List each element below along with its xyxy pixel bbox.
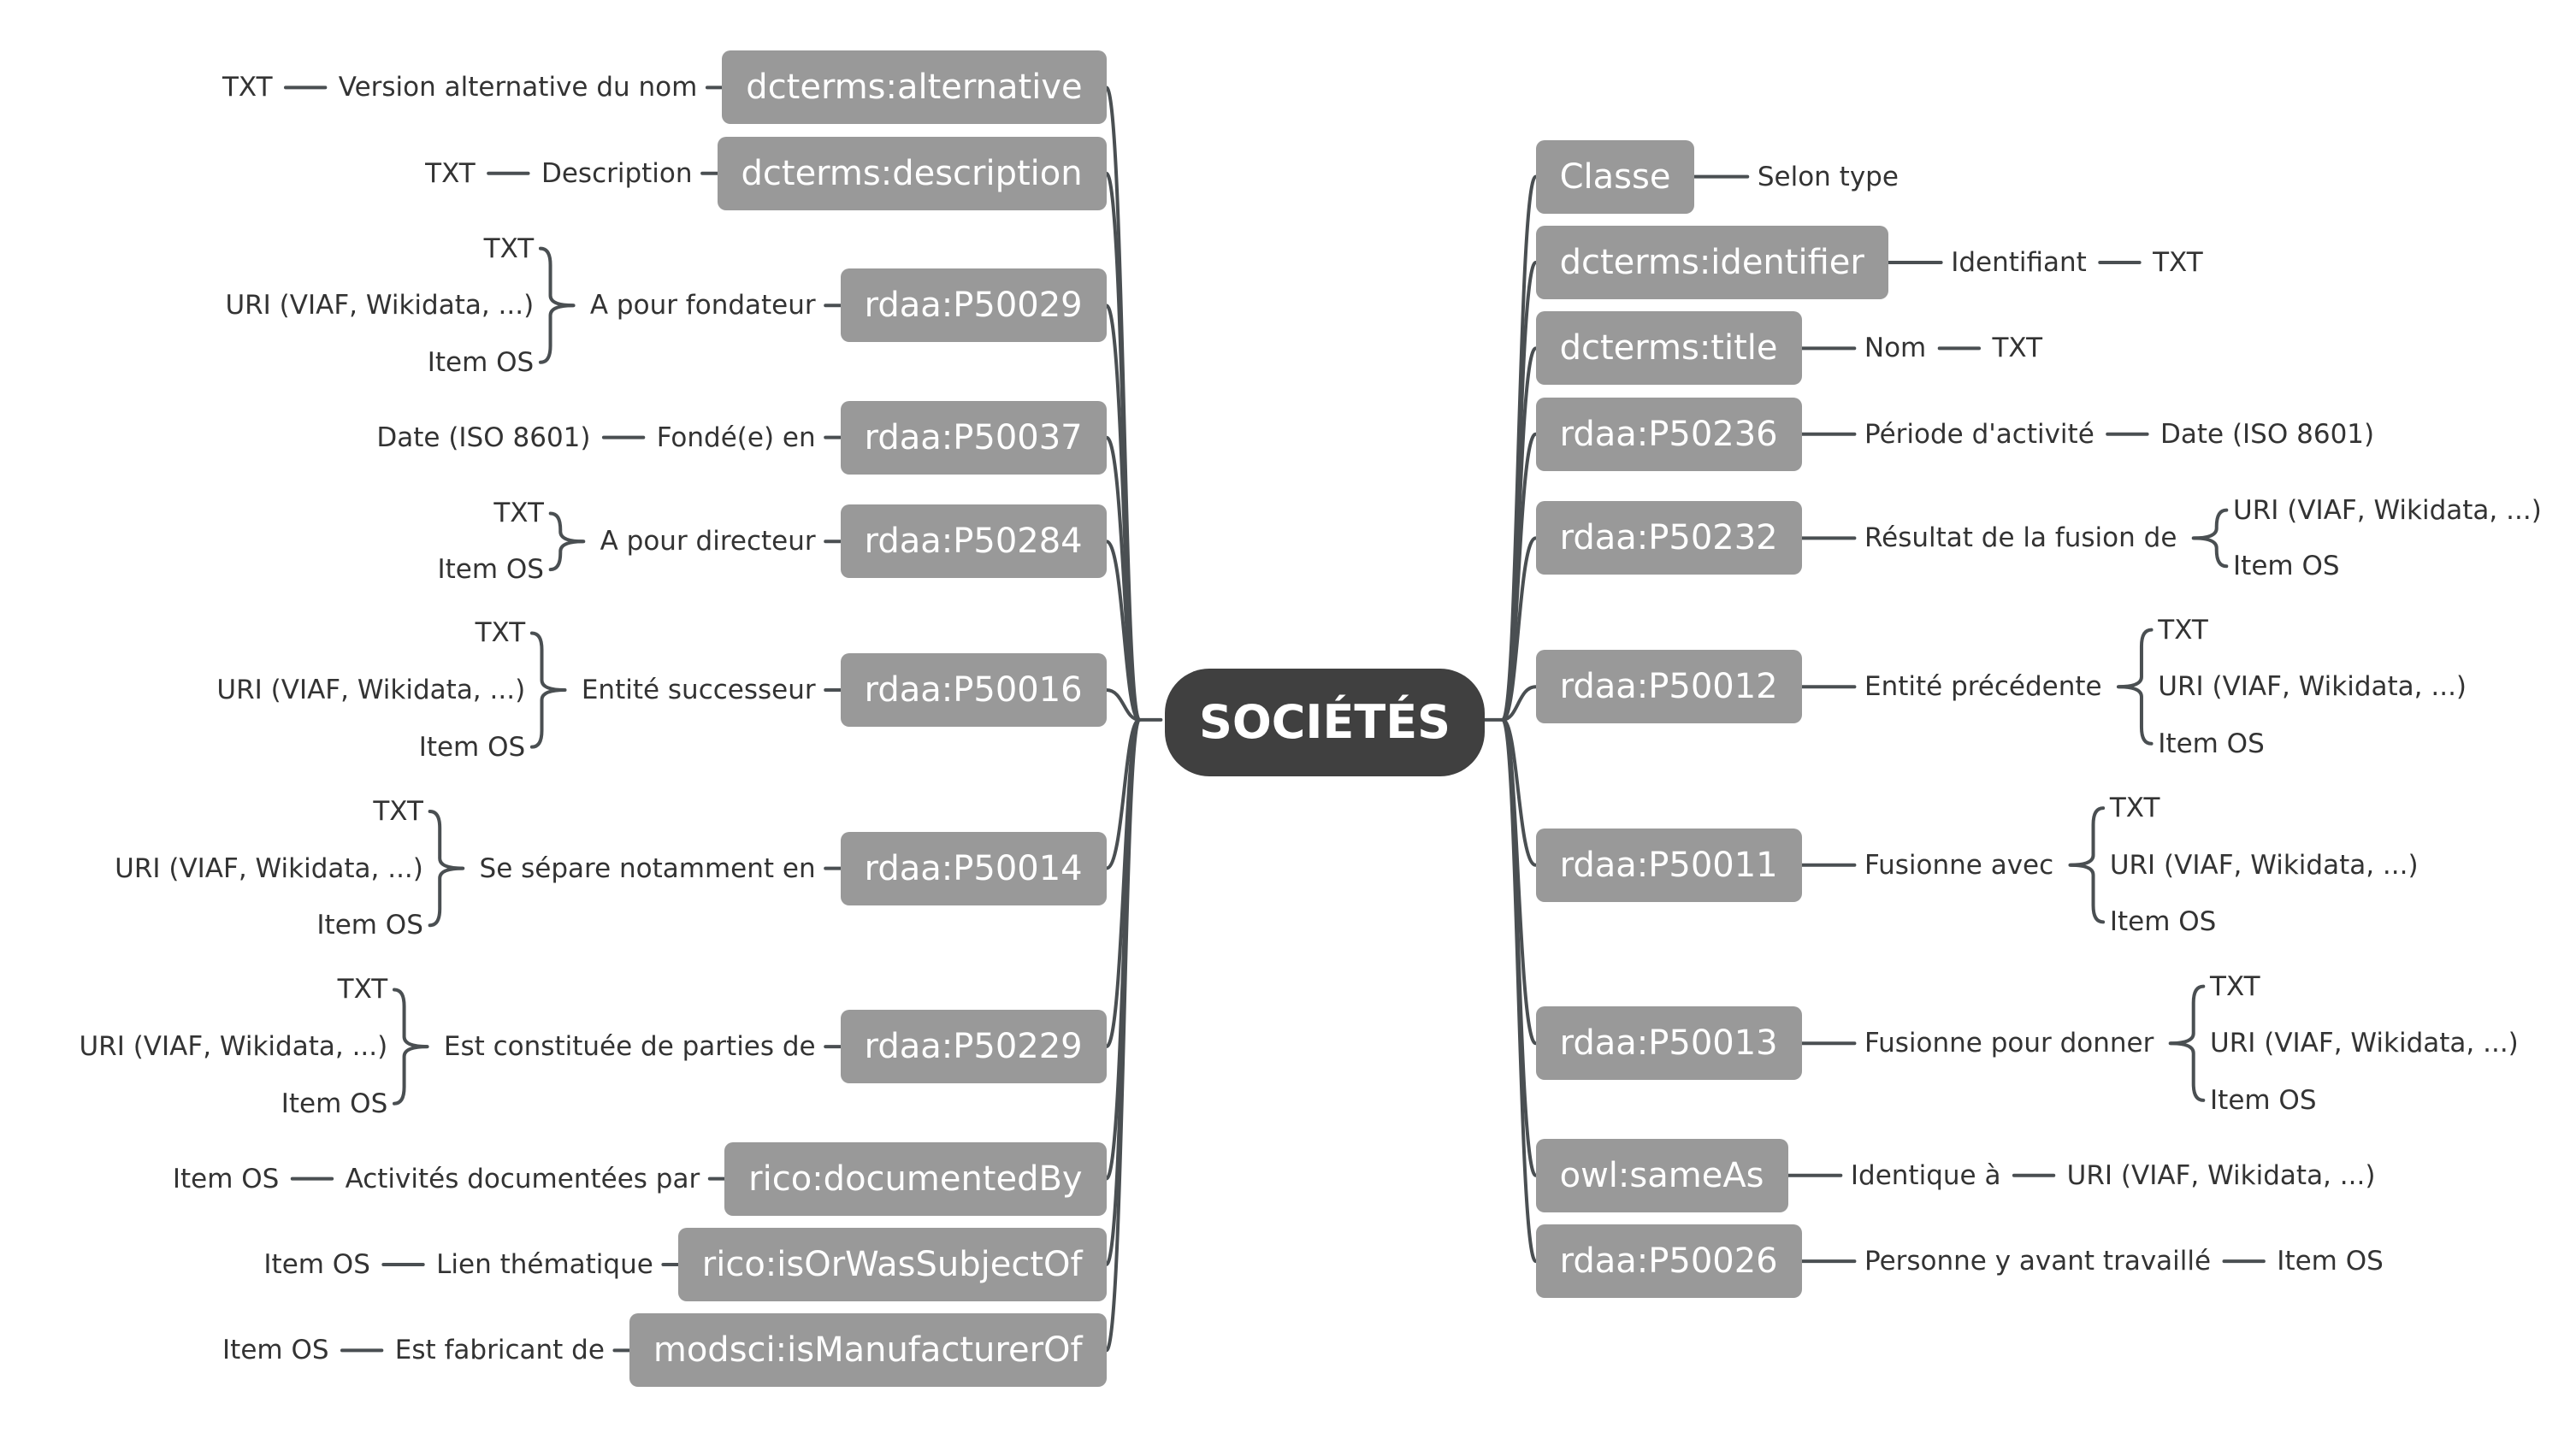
right-property-node[interactable]: dcterms:identifier <box>1535 225 1888 299</box>
right-property-node[interactable]: rdaa:P50013 <box>1535 1006 1802 1081</box>
left-value-label: Item OS <box>172 1163 280 1194</box>
left-relation-label: Entité successeur <box>581 675 816 706</box>
left-brace <box>538 246 574 364</box>
right-value-label: TXT <box>1992 333 2043 364</box>
right-value-label: TXT <box>2153 246 2203 278</box>
left-value-label: URI (VIAF, Wikidata, ...) <box>115 852 423 884</box>
right-value-label: URI (VIAF, Wikidata, ...) <box>2210 1028 2519 1059</box>
left-relation-label: Est fabricant de <box>394 1335 605 1366</box>
left-value-label: TXT <box>493 498 544 529</box>
left-branch-line <box>1104 540 1142 722</box>
left-value-label: Item OS <box>222 1335 329 1366</box>
left-property-node[interactable]: rico:documentedBy <box>724 1141 1107 1216</box>
right-relation-label: Résultat de la fusion de <box>1864 522 2177 554</box>
right-relation-label: Période d'activité <box>1864 418 2094 450</box>
left-value-label: TXT <box>425 157 476 189</box>
left-relation-label: A pour fondateur <box>589 290 816 321</box>
left-value-label: TXT <box>222 72 273 103</box>
right-brace <box>2170 984 2206 1102</box>
left-property-node[interactable]: rdaa:P50016 <box>840 653 1107 728</box>
right-value-label: Date (ISO 8601) <box>2160 418 2375 450</box>
left-property-node[interactable]: rdaa:P50014 <box>840 831 1107 905</box>
right-property-node[interactable]: Classe <box>1535 139 1695 214</box>
right-property-node[interactable]: rdaa:P50236 <box>1535 397 1802 471</box>
right-relation-label: Selon type <box>1757 161 1899 192</box>
left-value-label: Date (ISO 8601) <box>376 422 591 453</box>
right-branch-line <box>1501 685 1538 722</box>
right-value-label: Item OS <box>2233 551 2340 582</box>
left-value-label: Item OS <box>316 910 423 941</box>
right-value-label: Item OS <box>2158 728 2265 759</box>
left-value-label: Item OS <box>418 731 526 763</box>
right-relation-label: Personne y avant travaillé <box>1864 1246 2212 1277</box>
left-branch-line <box>1104 717 1142 1353</box>
right-value-label: URI (VIAF, Wikidata, ...) <box>2109 849 2419 881</box>
left-relation-label: A pour directeur <box>600 526 816 557</box>
left-value-label: Item OS <box>427 346 535 378</box>
left-relation-label: Fondé(e) en <box>656 422 816 453</box>
right-branch-line <box>1501 536 1538 722</box>
left-value-label: TXT <box>337 974 388 1005</box>
left-value-label: TXT <box>475 617 526 649</box>
left-value-label: Item OS <box>281 1088 388 1119</box>
left-value-label: URI (VIAF, Wikidata, ...) <box>79 1031 388 1063</box>
left-value-label: URI (VIAF, Wikidata, ...) <box>225 290 535 321</box>
right-value-label: TXT <box>2210 970 2260 1002</box>
right-relation-label: Fusionne pour donner <box>1864 1028 2154 1059</box>
right-relation-label: Identique à <box>1850 1159 2001 1191</box>
left-brace <box>529 631 565 749</box>
left-property-node[interactable]: rico:isOrWasSubjectOf <box>677 1227 1107 1301</box>
right-property-node[interactable]: rdaa:P50232 <box>1535 501 1802 575</box>
right-value-label: URI (VIAF, Wikidata, ...) <box>2233 494 2542 526</box>
left-value-label: TXT <box>483 233 535 264</box>
right-brace <box>2193 508 2229 569</box>
left-property-node[interactable]: dcterms:description <box>717 136 1107 210</box>
left-brace <box>548 511 584 572</box>
left-property-node[interactable]: rdaa:P50284 <box>840 504 1107 579</box>
left-relation-label: Version alternative du nom <box>338 72 698 103</box>
right-relation-label: Identifiant <box>1951 246 2087 278</box>
right-relation-label: Entité précédente <box>1864 671 2102 703</box>
left-relation-label: Description <box>541 157 693 189</box>
left-property-node[interactable]: modsci:isManufacturerOf <box>629 1313 1107 1388</box>
right-relation-label: Fusionne avec <box>1864 849 2054 881</box>
left-value-label: Item OS <box>437 554 544 586</box>
right-value-label: Item OS <box>2210 1084 2317 1116</box>
left-property-node[interactable]: dcterms:alternative <box>722 50 1107 125</box>
right-value-label: TXT <box>2158 614 2208 646</box>
right-branch-line <box>1501 717 1538 1264</box>
left-relation-label: Activités documentées par <box>345 1163 700 1194</box>
right-relation-label: Nom <box>1864 333 1927 364</box>
left-relation-label: Se sépare notamment en <box>479 852 816 884</box>
right-value-label: TXT <box>2109 793 2160 824</box>
right-value-label: URI (VIAF, Wikidata, ...) <box>2158 671 2467 703</box>
left-value-label: TXT <box>373 795 423 827</box>
central-topic[interactable]: SOCIÉTÉS <box>1165 669 1485 776</box>
right-brace <box>2118 628 2154 746</box>
right-value-label: Item OS <box>2277 1246 2384 1277</box>
left-relation-label: Est constituée de parties de <box>443 1031 816 1063</box>
right-value-label: Item OS <box>2109 906 2217 938</box>
left-relation-label: Lien thématique <box>436 1248 653 1280</box>
left-property-node[interactable]: rdaa:P50029 <box>840 268 1107 343</box>
right-property-node[interactable]: dcterms:title <box>1535 311 1802 386</box>
left-property-node[interactable]: rdaa:P50037 <box>840 400 1107 475</box>
left-branch-line <box>1104 688 1142 722</box>
right-brace <box>2070 806 2106 924</box>
right-property-node[interactable]: rdaa:P50012 <box>1535 650 1802 724</box>
left-value-label: URI (VIAF, Wikidata, ...) <box>216 675 526 706</box>
left-property-node[interactable]: rdaa:P50229 <box>840 1010 1107 1084</box>
left-value-label: Item OS <box>263 1248 370 1280</box>
right-property-node[interactable]: rdaa:P50011 <box>1535 828 1802 902</box>
left-brace <box>392 988 428 1106</box>
right-value-label: URI (VIAF, Wikidata, ...) <box>2066 1159 2376 1191</box>
right-property-node[interactable]: rdaa:P50026 <box>1535 1224 1802 1299</box>
left-brace <box>428 809 464 928</box>
right-property-node[interactable]: owl:sameAs <box>1535 1138 1788 1212</box>
